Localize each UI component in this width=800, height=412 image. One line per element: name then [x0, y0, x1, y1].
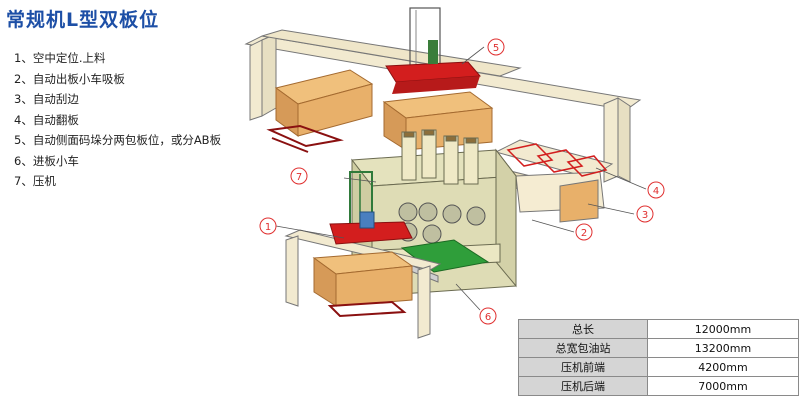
wood-stack-lower [312, 251, 414, 318]
feature-item: 4、自动翻板 [14, 112, 79, 127]
callout-5: 5 [487, 38, 505, 56]
lower-carriage [329, 171, 413, 245]
wood-stack-upper-left [274, 69, 374, 137]
spec-value: 4200mm [647, 357, 799, 377]
callout-4: 4 [647, 181, 665, 199]
spec-value: 7000mm [647, 376, 799, 396]
callout-7: 7 [290, 167, 308, 185]
callout-label: 1 [265, 222, 271, 233]
feature-item: 5、自动侧面码垛分两包板位，或分AB板 [14, 133, 222, 147]
red-cart-upper [266, 124, 344, 153]
callout-2: 2 [575, 223, 593, 241]
top-stacking-unit [385, 7, 482, 94]
page-title: 常规机L型双板位 [6, 9, 160, 31]
flipping-conveyor [494, 139, 614, 223]
feature-item: 1、空中定位.上料 [14, 51, 106, 65]
spec-value: 12000mm [647, 319, 799, 339]
callout-label: 6 [485, 312, 491, 323]
spec-label: 压机后端 [518, 376, 648, 396]
callout-label: 4 [653, 186, 659, 197]
feature-list: 1、空中定位.上料 2、自动出板小车吸板 3、自动刮边 4、自动翻板 5、自动侧… [14, 48, 221, 192]
callout-label: 5 [493, 43, 499, 54]
spec-value: 13200mm [647, 338, 799, 358]
table-row: 压机前端 4200mm [518, 357, 799, 377]
callout-6: 6 [479, 307, 497, 325]
spec-label: 总长 [518, 319, 648, 339]
feature-item: 7、压机 [14, 174, 56, 188]
table-row: 总长 12000mm [518, 319, 799, 339]
spec-table: 总长 12000mm 总宽包油站 13200mm 压机前端 4200mm 压机后… [518, 319, 799, 396]
callout-leaders [275, 46, 647, 311]
spec-label: 压机前端 [518, 357, 648, 377]
callout-3: 3 [636, 205, 654, 223]
spec-label: 总宽包油站 [518, 338, 648, 358]
callout-label: 2 [581, 228, 587, 239]
feature-item: 3、自动刮边 [14, 92, 79, 106]
table-row: 总宽包油站 13200mm [518, 338, 799, 358]
callout-label: 3 [642, 210, 648, 221]
callout-label: 7 [296, 172, 302, 183]
feature-item: 6、进板小车 [14, 153, 79, 168]
table-row: 压机后端 7000mm [518, 376, 799, 396]
callout-1: 1 [259, 217, 277, 235]
feature-item: 2、自动出板小车吸板 [14, 71, 125, 86]
